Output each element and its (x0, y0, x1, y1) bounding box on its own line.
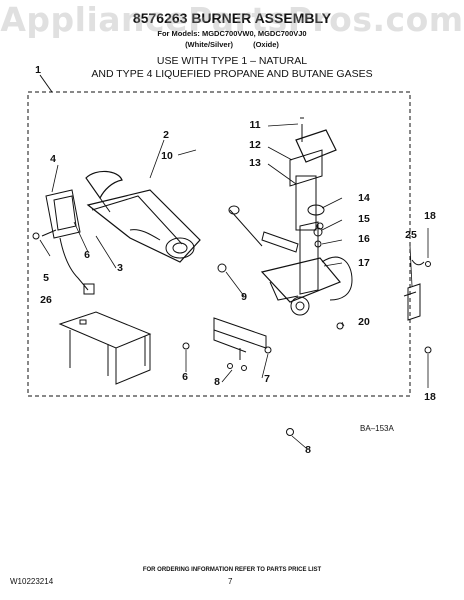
callout-17: 17 (358, 257, 370, 269)
usage-line-1: USE WITH TYPE 1 – NATURAL (156, 55, 308, 67)
bracket-icon (213, 317, 267, 360)
document-number: W10223214 (10, 577, 54, 586)
page-number: 7 (228, 577, 233, 586)
callout-6-left: 6 (84, 249, 90, 261)
screw-icon (32, 222, 432, 436)
callout-3: 3 (117, 262, 123, 274)
callout-9: 9 (241, 291, 247, 303)
callout-20: 20 (358, 316, 370, 328)
callout-12: 12 (249, 139, 261, 151)
callout-5: 5 (43, 272, 49, 284)
finish-white: (White/Silver) (185, 40, 233, 49)
callout-1: 1 (35, 64, 41, 76)
gas-valve-icon (228, 129, 353, 316)
callout-14: 14 (358, 192, 370, 204)
finish-oxide: (Oxide) (253, 40, 279, 49)
assembly-boundary (27, 91, 411, 397)
finishes-line: (White/Silver) (Oxide) (0, 40, 464, 49)
callout-18-lower: 18 (424, 391, 436, 403)
callout-15: 15 (358, 213, 370, 225)
usage-line-2: AND TYPE 4 LIQUEFIED PROPANE AND BUTANE … (91, 68, 373, 80)
callout-16: 16 (358, 233, 370, 245)
ordering-note: FOR ORDERING INFORMATION REFER TO PARTS … (142, 567, 322, 573)
callout-11: 11 (249, 119, 261, 131)
bracket-icon (403, 259, 425, 321)
leader-lines (39, 123, 429, 449)
callout-8-upper: 8 (214, 376, 220, 388)
drawing-code: BA–153A (360, 424, 394, 433)
burner-tube-icon (85, 170, 201, 263)
bracket-icon (58, 311, 152, 385)
callout-13: 13 (249, 157, 261, 169)
callout-7: 7 (264, 373, 270, 385)
callout-2: 2 (163, 129, 169, 141)
boundary-leader-1 (39, 74, 53, 93)
callout-6-bottom: 6 (182, 371, 188, 383)
callout-18-upper: 18 (424, 210, 436, 222)
page-title: 8576263 BURNER ASSEMBLY (132, 10, 332, 26)
callout-4: 4 (50, 153, 56, 165)
callout-26: 26 (40, 294, 52, 306)
igniter-icon (300, 117, 323, 248)
callout-10: 10 (161, 150, 173, 162)
bracket-icon (41, 189, 95, 295)
callout-8-lower: 8 (305, 444, 311, 456)
callout-25: 25 (405, 229, 417, 241)
models-line: For Models: MGDC700VW0, MGDC700VJ0 (157, 29, 307, 38)
